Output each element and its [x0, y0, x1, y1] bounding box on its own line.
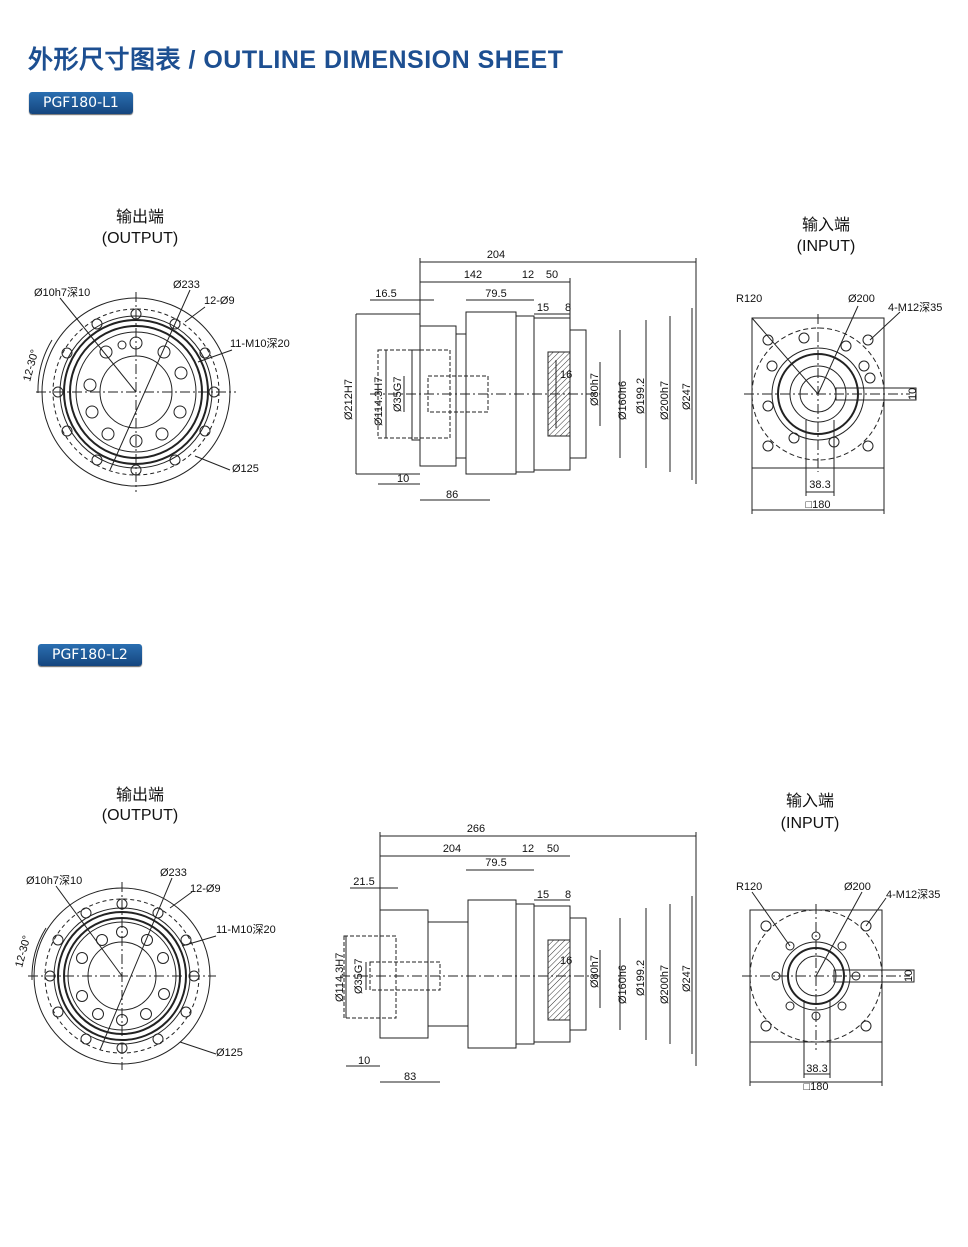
side-view-l1: 204 142 12 50 16.5 79.5 15 8 Ø212H7 Ø114…	[343, 249, 697, 501]
output-view-l2: 输出端 (OUTPUT) Ø10h7深10 Ø233	[13, 786, 276, 1070]
dim-tap: 11-M10深20	[216, 923, 276, 936]
dim-266: 266	[467, 823, 485, 835]
dim-r120: R120	[736, 881, 762, 893]
dim-pin: Ø10h7深10	[34, 286, 90, 299]
dim-142: 142	[464, 269, 482, 281]
dim-50: 50	[546, 269, 558, 281]
input-label-cn: 输入端	[786, 792, 834, 810]
dim-35: Ø35G7	[353, 959, 365, 994]
output-label-en: (OUTPUT)	[102, 230, 178, 247]
dim-204: 204	[443, 843, 461, 855]
dim-160: Ø160h6	[617, 381, 629, 420]
dim-35: Ø35G7	[392, 377, 404, 412]
dim-16-5: 16.5	[375, 288, 396, 300]
dim-200: Ø200h7	[659, 965, 671, 1004]
dim-15: 15	[537, 302, 549, 314]
output-label-cn: 输出端	[116, 786, 164, 804]
dim-204: 204	[487, 249, 505, 261]
dim-12: 12	[522, 269, 534, 281]
dim-79-5: 79.5	[485, 288, 506, 300]
dim-d200: Ø200	[848, 293, 875, 305]
dim-angle: 12-30°	[13, 934, 33, 969]
dim-80: Ø80h7	[589, 373, 601, 406]
dim-tap: 11-M10深20	[230, 337, 290, 350]
dim-d125: Ø125	[216, 1047, 243, 1059]
dim-d233: Ø233	[173, 279, 200, 291]
dim-247: Ø247	[681, 965, 693, 992]
dim-38: 38.3	[809, 479, 830, 491]
model-badge-l1: PGF180-L1	[29, 92, 133, 114]
input-label-cn: 输入端	[802, 216, 850, 234]
model-badge-l2: PGF180-L2	[38, 644, 142, 666]
dim-80: Ø80h7	[589, 955, 601, 988]
input-view-l1: 输入端 (INPUT) R120 Ø200 4-M12深35 10 38.3 □…	[736, 216, 942, 514]
dim-199: Ø199.2	[635, 960, 647, 996]
input-view-l2: 输入端 (INPUT) R120 Ø200 4-M12深35 10 38.3 □…	[736, 792, 940, 1093]
dim-200: Ø200h7	[659, 381, 671, 420]
side-view-l2: 266 204 12 50 79.5 21.5 15 8 Ø114.3H7 Ø3…	[334, 823, 697, 1083]
dim-38: 38.3	[806, 1063, 827, 1075]
tapped-holes	[76, 926, 170, 1026]
dim-15: 15	[537, 889, 549, 901]
dim-tap: 4-M12深35	[888, 301, 942, 314]
dim-50: 50	[547, 843, 559, 855]
dim-83: 83	[404, 1071, 416, 1083]
dim-sq: □180	[804, 1081, 829, 1093]
dim-8: 8	[565, 302, 571, 314]
dim-d125: Ø125	[232, 463, 259, 475]
dim-8: 8	[565, 889, 571, 901]
dim-r120: R120	[736, 293, 762, 305]
page-title: 外形尺寸图表 / OUTLINE DIMENSION SHEET	[28, 46, 564, 74]
dim-12: 12	[522, 843, 534, 855]
dim-212: Ø212H7	[343, 379, 355, 420]
dim-114: Ø114.3H7	[334, 953, 346, 1002]
input-label-en: (INPUT)	[797, 238, 856, 255]
dim-21-5: 21.5	[353, 876, 374, 888]
dim-d200: Ø200	[844, 881, 871, 893]
dim-key: 10	[903, 970, 915, 982]
output-label-cn: 输出端	[116, 208, 164, 226]
dim-d233: Ø233	[160, 867, 187, 879]
dim-79-5: 79.5	[485, 857, 506, 869]
output-view-l1: 输出端 (OUTPUT) Ø10h7深10 Ø233	[21, 208, 290, 492]
dim-247: Ø247	[681, 383, 693, 410]
dim-tap: 4-M12深35	[886, 888, 940, 901]
dim-sq: □180	[806, 499, 831, 511]
dim-10: 10	[358, 1055, 370, 1067]
dim-holes: 12-Ø9	[204, 295, 235, 307]
dim-160: Ø160h6	[617, 965, 629, 1004]
dim-key: 10	[907, 388, 919, 400]
dim-86: 86	[446, 489, 458, 501]
tapped-holes	[83, 336, 188, 448]
output-label-en: (OUTPUT)	[102, 807, 178, 824]
dim-16: 16	[560, 955, 572, 967]
dim-pin: Ø10h7深10	[26, 874, 82, 887]
bolt-circle-holes	[44, 898, 200, 1054]
dim-114: Ø114.3H7	[373, 377, 385, 426]
dim-199: Ø199.2	[635, 378, 647, 414]
dim-16: 16	[560, 369, 572, 381]
dim-holes: 12-Ø9	[190, 883, 221, 895]
bolt-circle-holes	[52, 308, 220, 476]
dim-10: 10	[397, 473, 409, 485]
input-label-en: (INPUT)	[781, 815, 840, 832]
